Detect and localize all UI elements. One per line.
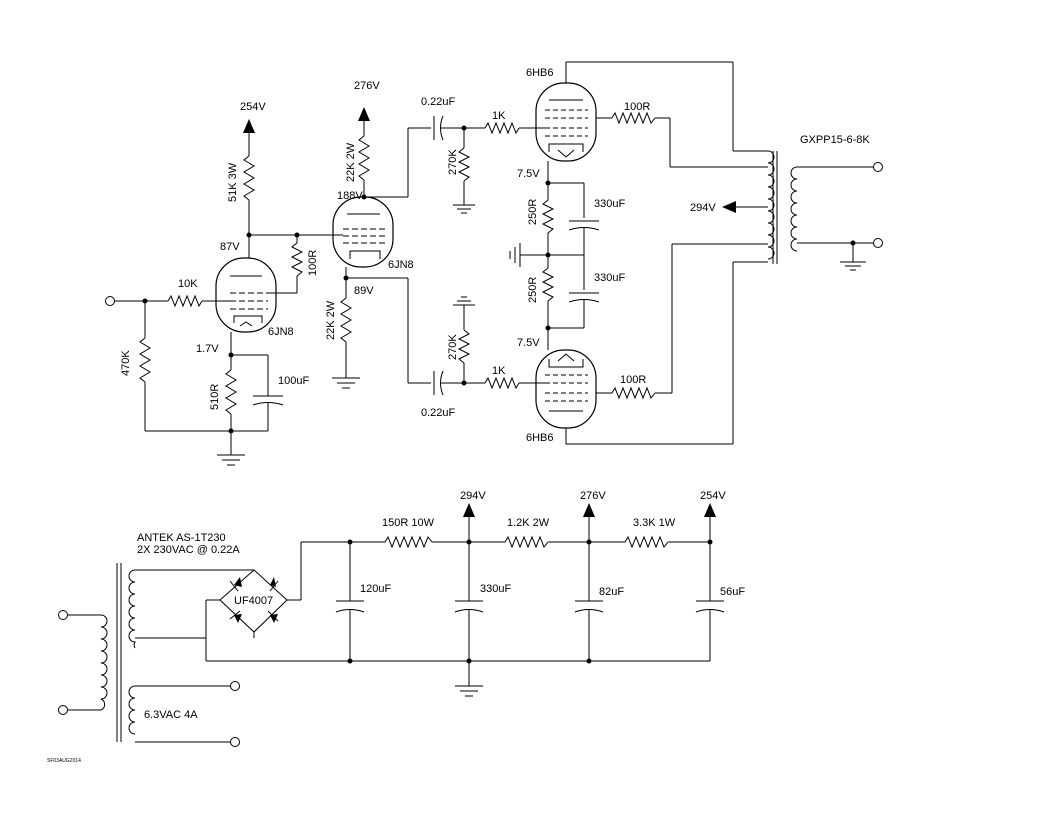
- label-270k-bottom: 270K: [447, 334, 459, 360]
- speaker-output-jack-ground[interactable]: [873, 238, 883, 248]
- ground-symbol-v1: [217, 454, 245, 466]
- label-330uf-bottom: 330uF: [594, 272, 625, 284]
- label-56uf: 56uF: [720, 586, 745, 598]
- input-jack[interactable]: [105, 296, 115, 306]
- output-transformer: [767, 150, 798, 264]
- ground-symbol-grid-top: [453, 204, 475, 214]
- label-250r-bottom: 250R: [527, 277, 539, 303]
- resistor-150r: [384, 535, 433, 549]
- ground-symbol-v2: [332, 377, 360, 389]
- power-transformer: [100, 563, 136, 742]
- label-power-transformer-model: ANTEK AS-1T230: [137, 532, 226, 544]
- label-330uf-ps: 330uF: [480, 583, 511, 595]
- label-10k: 10K: [178, 278, 198, 290]
- label-3-3k: 3.3K 1W: [633, 517, 676, 529]
- resistor-22k-plate: [358, 135, 370, 181]
- label-v1-cathode-voltage: 1.7V: [196, 343, 219, 355]
- capacitor-coupling-top: [433, 115, 444, 141]
- ground-symbol-grid-bottom: [453, 296, 475, 306]
- label-v2-type: 6JN8: [388, 259, 414, 271]
- label-b-plus-276: 276V: [354, 80, 380, 92]
- label-510r: 510R: [209, 384, 221, 410]
- ground-symbol-speaker: [840, 261, 866, 271]
- tube-v1: [215, 257, 277, 333]
- label-1-2k: 1.2K 2W: [507, 517, 550, 529]
- label-22k-cathode: 22K 2W: [325, 300, 337, 340]
- ps-arrow-276: [583, 503, 595, 517]
- label-out-top-type: 6HB6: [526, 67, 554, 79]
- ground-symbol-power: [455, 685, 483, 697]
- power-input-jack-top[interactable]: [58, 610, 68, 620]
- label-b-plus-294: 294V: [690, 202, 716, 214]
- label-51k: 51K 3W: [227, 162, 239, 202]
- label-out-bottom-type: 6HB6: [526, 432, 554, 444]
- label-100r-v1: 100R: [307, 250, 319, 276]
- label-250r-top: 250R: [527, 199, 539, 225]
- tube-output-bottom: [535, 349, 597, 429]
- resistor-270k-top: [457, 147, 471, 182]
- resistor-100r-v1: [290, 242, 304, 277]
- speaker-output-jack-positive[interactable]: [873, 162, 883, 172]
- resistor-3-3k: [624, 535, 669, 549]
- resistor-250r-top: [541, 199, 555, 234]
- heater-output-jack-bottom[interactable]: [230, 737, 240, 747]
- resistor-100r-top: [611, 111, 656, 125]
- label-rectifier: UF4007: [234, 595, 273, 607]
- label-100r-bottom: 100R: [620, 374, 646, 386]
- label-v1-type: 6JN8: [268, 326, 294, 338]
- capacitor-coupling-bottom: [433, 370, 444, 396]
- capacitor-100uf: [252, 395, 284, 406]
- label-100r-top: 100R: [624, 101, 650, 113]
- label-82uf: 82uF: [599, 586, 624, 598]
- resistor-10k: [167, 294, 203, 308]
- resistor-1-2k: [504, 535, 549, 549]
- label-1k-top: 1K: [492, 110, 506, 122]
- label-heater-winding: 6.3VAC 4A: [144, 709, 198, 721]
- resistor-1k-top: [484, 121, 520, 135]
- heater-output-jack-top[interactable]: [230, 681, 240, 691]
- ps-arrow-254: [704, 503, 716, 517]
- resistor-1k-bottom: [484, 376, 520, 390]
- label-22k-plate: 22K 2W: [345, 142, 357, 182]
- label-270k-top: 270K: [447, 149, 459, 175]
- label-470k: 470K: [120, 350, 132, 376]
- label-b-plus-254: 254V: [240, 101, 266, 113]
- resistor-22k-cathode: [340, 297, 352, 343]
- label-coupling-top: 0.22uF: [421, 96, 456, 108]
- label-ps-294: 294V: [460, 490, 486, 502]
- b-plus-arrow-254: [243, 119, 255, 133]
- footer-note: SF03AUG2014: [47, 758, 81, 764]
- ground-symbol-output: [509, 243, 521, 267]
- label-330uf-top: 330uF: [594, 198, 625, 210]
- label-v2-cathode-voltage: 89V: [354, 285, 374, 297]
- power-input-jack-bottom[interactable]: [58, 705, 68, 715]
- resistor-250r-bottom: [541, 267, 555, 302]
- label-150r: 150R 10W: [382, 517, 435, 529]
- resistor-51k: [243, 155, 255, 201]
- b-plus-arrow-294: [722, 201, 736, 213]
- label-coupling-bottom: 0.22uF: [421, 407, 456, 419]
- resistor-510r: [225, 369, 237, 415]
- label-ps-276: 276V: [580, 490, 606, 502]
- label-v1-plate-voltage: 87V: [220, 241, 240, 253]
- b-plus-arrow-276: [358, 107, 370, 121]
- resistor-100r-bottom: [611, 386, 656, 400]
- label-output-transformer: GXPP15-6-8K: [800, 134, 870, 146]
- resistor-270k-bottom: [457, 329, 471, 364]
- label-out-top-cathode-voltage: 7.5V: [517, 168, 540, 180]
- tube-v2: [332, 196, 394, 268]
- label-ps-254: 254V: [700, 490, 726, 502]
- label-v2-plate-voltage: 188V: [337, 190, 363, 202]
- tube-output-top: [535, 82, 597, 162]
- ps-arrow-294: [463, 503, 475, 517]
- resistor-470k: [139, 337, 151, 383]
- label-out-bottom-cathode-voltage: 7.5V: [517, 337, 540, 349]
- label-1k-bottom: 1K: [492, 365, 506, 377]
- label-120uf: 120uF: [360, 583, 391, 595]
- label-100uf: 100uF: [278, 375, 309, 387]
- label-power-transformer-rating: 2X 230VAC @ 0.22A: [137, 544, 240, 556]
